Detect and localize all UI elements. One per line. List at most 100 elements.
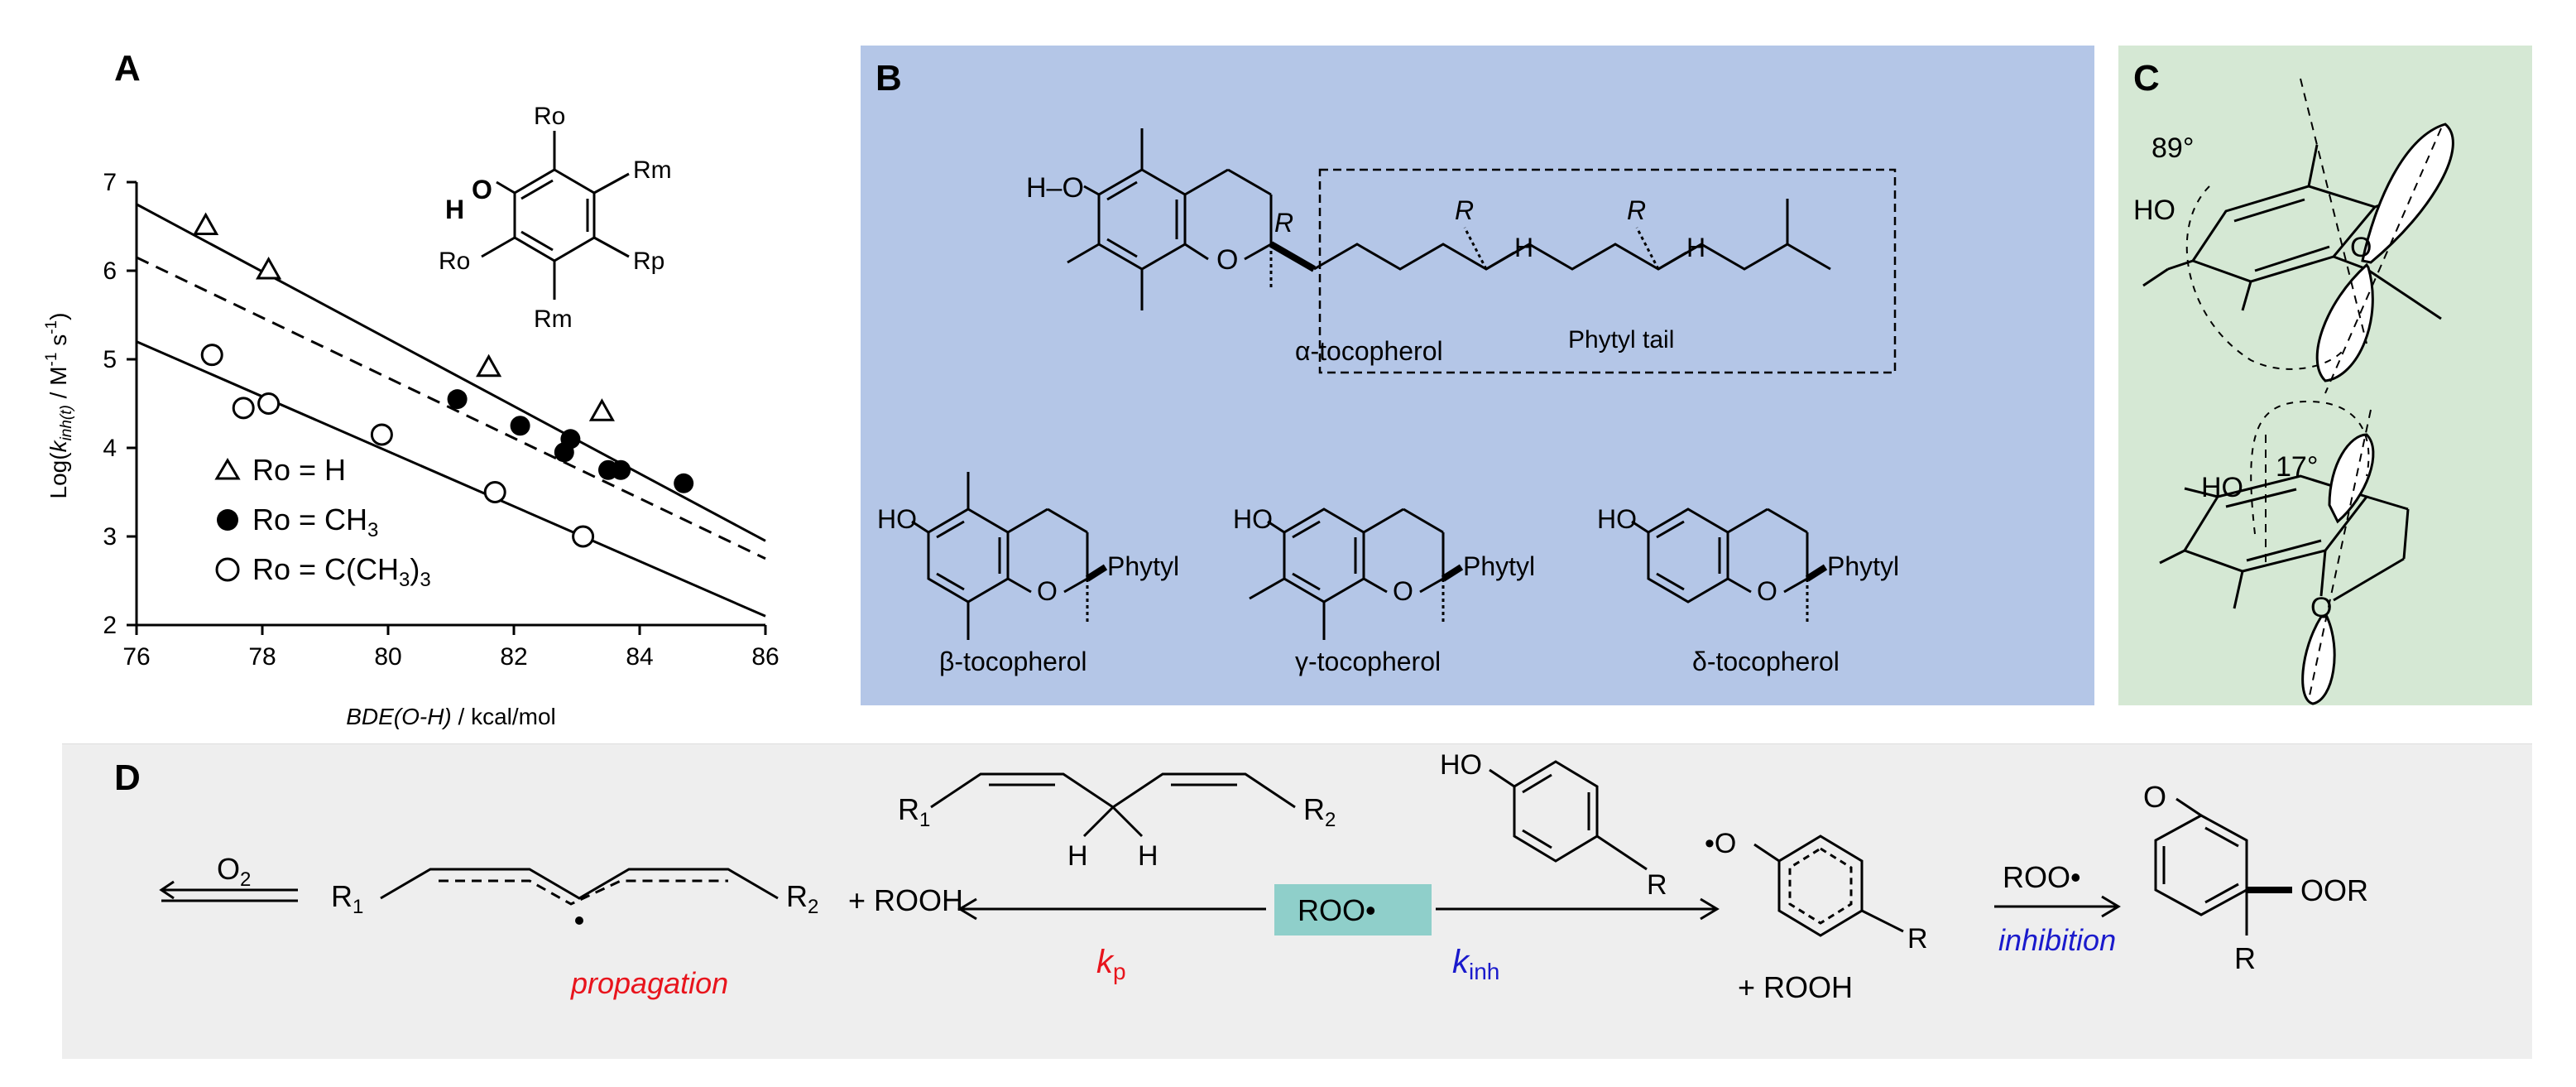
phenol-r-label: R xyxy=(1647,869,1667,901)
alpha-tocopherol-structure xyxy=(1067,128,1897,374)
phytyl-tail-box xyxy=(1318,168,1897,374)
data-point-open-circle xyxy=(572,525,595,548)
beta-phytyl-label: Phytyl xyxy=(1107,551,1179,581)
data-point-open-circle xyxy=(370,423,393,446)
y-tick-label: 4 xyxy=(103,435,117,462)
panel-a-label: A xyxy=(114,48,141,89)
alpha-tocopherol-name: α-tocopherol xyxy=(1295,336,1443,366)
alpha-h2-label: H xyxy=(1686,233,1705,262)
angle-17-label: 17° xyxy=(2276,451,2318,483)
lone-pair-lobe-lower xyxy=(2315,262,2374,382)
legend-label-h: Ro = H xyxy=(252,453,346,487)
alpha-h1-label: H xyxy=(1514,233,1533,262)
delta-tocopherol-name: δ-tocopherol xyxy=(1692,647,1840,676)
lone-pair-lobe-c2-upper xyxy=(2328,433,2375,524)
phenoxyl-r-label: R xyxy=(1907,923,1928,955)
product-r-label: R xyxy=(2234,941,2256,975)
lone-pair-lobe-c2-lower xyxy=(2301,615,2336,705)
rm-right-label: Rm xyxy=(633,156,672,184)
roo-radical-label: ROO• xyxy=(1298,893,1376,927)
panel-c-conformations: 89° HO O 17° HO O xyxy=(2133,78,2454,705)
delta-phytyl-label: Phytyl xyxy=(1827,551,1899,581)
beta-tocopherol-structure xyxy=(911,472,1108,640)
diene-h2-label: H xyxy=(1138,840,1158,872)
fit-line-0 xyxy=(136,203,766,542)
legend-marker-triangle xyxy=(214,458,241,480)
legend-marker-filled-circle xyxy=(217,509,238,531)
alpha-r-center-label: R xyxy=(1274,208,1293,238)
y-tick-label: 6 xyxy=(103,257,117,285)
delta-tocopherol-structure xyxy=(1631,507,1828,622)
fit-line-2 xyxy=(136,340,766,618)
plus-rooh-left: + ROOH xyxy=(848,883,963,917)
lone-pair-lobe-upper xyxy=(2361,123,2454,264)
conformer-top-ho: HO xyxy=(2133,195,2175,226)
kinh-label: kinh xyxy=(1452,944,1499,984)
panel-b-label: B xyxy=(875,58,902,99)
data-point-triangle xyxy=(588,398,615,421)
kp-label: kp xyxy=(1096,944,1126,984)
chart-legend: Ro = H Ro = CH3 Ro = C(CH3)3 xyxy=(214,453,431,591)
conformer-bottom-ho: HO xyxy=(2201,472,2243,503)
diene-h1-label: H xyxy=(1067,840,1088,872)
radical-dot xyxy=(575,916,583,925)
plus-rooh-right: + ROOH xyxy=(1738,970,1853,1004)
data-point-open-circle xyxy=(257,392,281,415)
phenoxyl-o-label: •O xyxy=(1705,828,1736,859)
angle-89-label: 89° xyxy=(2151,132,2194,164)
beta-ring-o-label: O xyxy=(1037,576,1058,606)
data-point-filled-circle xyxy=(554,442,574,463)
propagation-label: propagation xyxy=(570,966,728,1000)
alpha-r2-label: R xyxy=(1627,195,1646,225)
ro-left-label: Ro xyxy=(439,248,470,275)
beta-ho-label: HO xyxy=(877,504,917,534)
phenol-h: H xyxy=(445,195,464,224)
beta-tocopherol-name: β-tocopherol xyxy=(939,647,1087,676)
y-tick-label: 2 xyxy=(103,612,117,639)
x-tick-label: 86 xyxy=(751,643,779,671)
panel-b-background xyxy=(861,46,2094,705)
radical-r2-label: R2 xyxy=(786,879,818,918)
phenol-ho-label: HO xyxy=(1440,749,1482,781)
data-point-triangle xyxy=(256,256,282,280)
conformer-89-structure xyxy=(2142,78,2454,394)
x-tick-label: 82 xyxy=(500,643,527,671)
roo-radical-box xyxy=(1274,884,1432,935)
gamma-phytyl-label: Phytyl xyxy=(1463,551,1535,581)
data-point-filled-circle xyxy=(510,416,530,436)
delta-ho-label: HO xyxy=(1597,504,1637,534)
legend-label-ch3: Ro = CH3 xyxy=(252,503,378,541)
data-point-open-circle xyxy=(483,481,506,503)
data-point-filled-circle xyxy=(447,389,468,410)
diene-r2-label: R2 xyxy=(1303,792,1336,831)
rm-bottom-label: Rm xyxy=(534,305,573,333)
alpha-r1-label: R xyxy=(1455,195,1474,225)
diene-r1-label: R1 xyxy=(898,792,930,831)
data-point-filled-circle xyxy=(674,473,694,493)
substituted-phenol-structure xyxy=(481,131,630,300)
legend-label-tbu: Ro = C(CH3)3 xyxy=(252,552,431,591)
data-point-open-circle xyxy=(200,344,223,367)
product-o-label: O xyxy=(2143,780,2166,814)
data-point-filled-circle xyxy=(611,459,631,480)
ro-top-label: Ro xyxy=(534,103,565,130)
fit-line-1 xyxy=(136,256,766,560)
conformer-17-structure xyxy=(2159,400,2410,705)
legend-marker-open-circle xyxy=(215,557,240,582)
inhibition-label: inhibition xyxy=(1998,923,2116,957)
x-tick-label: 76 xyxy=(122,643,150,671)
gamma-ring-o-label: O xyxy=(1393,576,1413,606)
alpha-ho-label: H–O xyxy=(1026,172,1084,204)
x-tick-label: 84 xyxy=(626,643,653,671)
y-tick-label: 5 xyxy=(103,346,117,373)
phenol-o: O xyxy=(472,175,492,204)
panel-b-structures: H–O O R R R H H Phytyl tail α-tocopherol… xyxy=(877,128,1899,676)
panel-c-label: C xyxy=(2133,58,2160,99)
x-tick-label: 78 xyxy=(248,643,276,671)
conformer-top-o: O xyxy=(2350,232,2372,263)
y-axis-label: Log(kinh(t) / M-1 s-1) xyxy=(43,313,75,499)
x-axis-label: BDE(O-H) / kcal/mol xyxy=(346,704,556,729)
conformer-bottom-o: O xyxy=(2310,592,2332,623)
gamma-tocopherol-name: γ-tocopherol xyxy=(1295,647,1441,676)
